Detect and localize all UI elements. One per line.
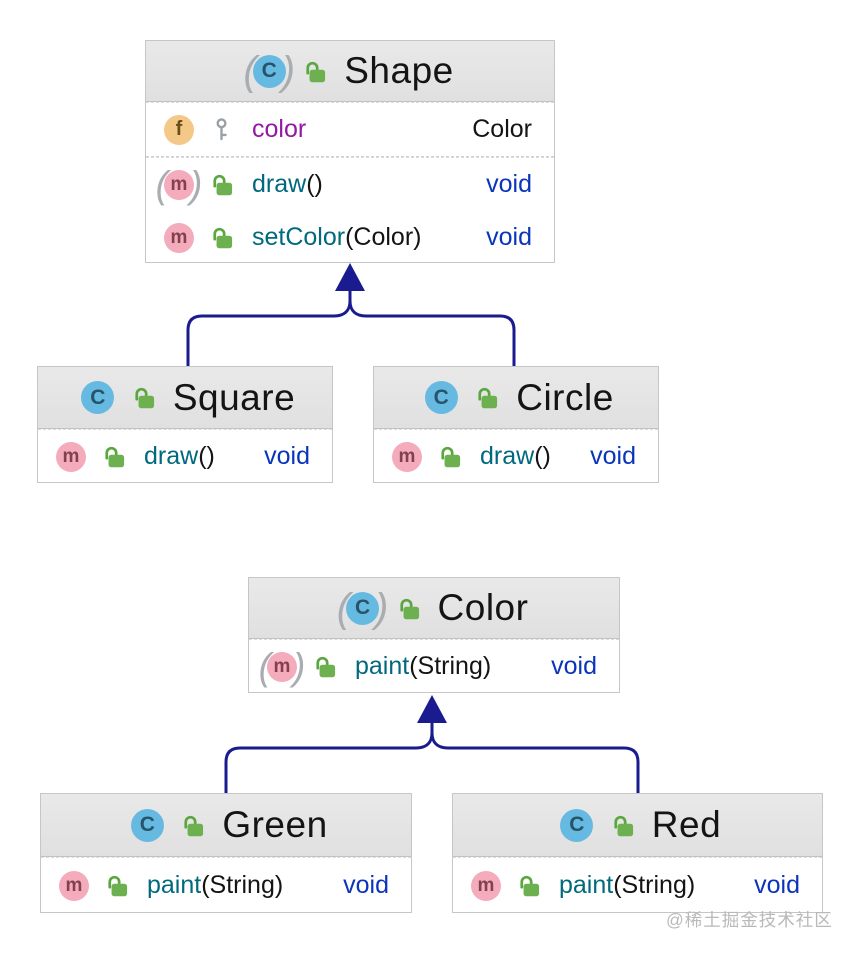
- method-row-draw[interactable]: (m) draw() void: [146, 158, 554, 211]
- public-lock-icon: [100, 443, 127, 470]
- method-name: draw: [144, 442, 199, 470]
- method-params: (): [198, 442, 215, 470]
- public-lock-icon: [473, 384, 500, 411]
- fields-compartment: f color Color: [146, 102, 554, 157]
- method-name: setColor: [252, 223, 346, 251]
- method-row-paint[interactable]: (m) paint(String) void: [249, 640, 619, 693]
- class-title: Circle: [516, 376, 614, 418]
- method-row-draw[interactable]: m draw() void: [38, 430, 332, 483]
- return-type: void: [264, 442, 310, 470]
- triangle-arrow-icon: [417, 695, 447, 723]
- public-lock-icon: [208, 224, 235, 251]
- return-type: void: [754, 871, 800, 899]
- field-icon: f: [156, 114, 202, 145]
- return-type: void: [343, 871, 389, 899]
- public-lock-icon: [395, 595, 422, 622]
- class-header-square: C Square: [38, 367, 332, 429]
- class-title: Red: [651, 804, 722, 845]
- key-icon: [208, 116, 235, 143]
- method-row-paint[interactable]: m paint(String) void: [41, 858, 411, 913]
- method-params: (): [306, 170, 323, 198]
- method-params: (String): [201, 871, 284, 899]
- abstract-method-icon: (m): [155, 163, 203, 206]
- class-header-circle: C Circle: [374, 367, 658, 429]
- class-title: Green: [222, 804, 328, 845]
- method-icon: m: [48, 441, 94, 472]
- class-node-shape[interactable]: (C) Shape f color Color (m) draw() void …: [145, 40, 555, 263]
- method-name: paint: [559, 871, 614, 899]
- return-type: void: [486, 170, 532, 198]
- method-icon: m: [463, 870, 509, 901]
- class-node-square[interactable]: C Square m draw() void: [37, 366, 333, 483]
- method-params: (): [534, 442, 551, 470]
- class-node-circle[interactable]: C Circle m draw() void: [373, 366, 659, 483]
- return-type: void: [551, 652, 597, 680]
- class-icon: C: [124, 808, 170, 842]
- public-lock-icon: [208, 171, 235, 198]
- method-name: draw: [252, 170, 307, 198]
- public-lock-icon: [436, 443, 463, 470]
- class-icon: C: [418, 381, 464, 414]
- methods-compartment: m draw() void: [38, 429, 332, 483]
- class-header-green: C Green: [41, 794, 411, 857]
- return-type: void: [590, 442, 636, 470]
- method-icon: m: [156, 222, 202, 253]
- method-params: (String): [613, 871, 696, 899]
- inheritance-connector-shape: [186, 263, 516, 367]
- class-title: Shape: [344, 50, 454, 91]
- class-title: Color: [437, 587, 529, 628]
- class-node-color[interactable]: (C) Color (m) paint(String) void: [248, 577, 620, 693]
- method-row-draw[interactable]: m draw() void: [374, 430, 658, 483]
- class-node-red[interactable]: C Red m paint(String) void: [452, 793, 823, 913]
- abstract-class-icon: (C): [336, 585, 389, 631]
- methods-compartment: m paint(String) void: [41, 857, 411, 913]
- class-icon: C: [75, 381, 121, 414]
- public-lock-icon: [103, 872, 130, 899]
- method-name: draw: [480, 442, 535, 470]
- return-type: void: [486, 223, 532, 251]
- method-icon: m: [384, 441, 430, 472]
- methods-compartment: (m) paint(String) void: [249, 639, 619, 693]
- method-row-paint[interactable]: m paint(String) void: [453, 858, 822, 913]
- public-lock-icon: [515, 872, 542, 899]
- public-lock-icon: [609, 812, 636, 839]
- abstract-class-icon: (C): [243, 48, 296, 94]
- methods-compartment: m draw() void: [374, 429, 658, 483]
- method-name: paint: [147, 871, 202, 899]
- class-header-shape: (C) Shape: [146, 41, 554, 102]
- class-node-green[interactable]: C Green m paint(String) void: [40, 793, 412, 913]
- class-header-color: (C) Color: [249, 578, 619, 639]
- methods-compartment: (m) draw() void m setColor(Color) void: [146, 157, 554, 264]
- public-lock-icon: [301, 58, 328, 85]
- class-title: Square: [172, 376, 296, 418]
- field-type: Color: [472, 115, 532, 143]
- method-params: (String): [409, 652, 492, 680]
- field-name: color: [252, 115, 307, 143]
- inheritance-connector-color: [224, 695, 640, 794]
- methods-compartment: m paint(String) void: [453, 857, 822, 913]
- abstract-method-icon: (m): [258, 645, 306, 688]
- class-icon: C: [554, 808, 600, 842]
- method-row-setcolor[interactable]: m setColor(Color) void: [146, 211, 554, 264]
- triangle-arrow-icon: [335, 263, 365, 291]
- public-lock-icon: [311, 653, 338, 680]
- method-name: paint: [355, 652, 410, 680]
- class-header-red: C Red: [453, 794, 822, 857]
- watermark-text: @稀土掘金技术社区: [666, 910, 833, 930]
- method-params: (Color): [345, 223, 422, 251]
- public-lock-icon: [130, 384, 157, 411]
- field-row-color[interactable]: f color Color: [146, 103, 554, 156]
- method-icon: m: [51, 870, 97, 901]
- public-lock-icon: [179, 812, 206, 839]
